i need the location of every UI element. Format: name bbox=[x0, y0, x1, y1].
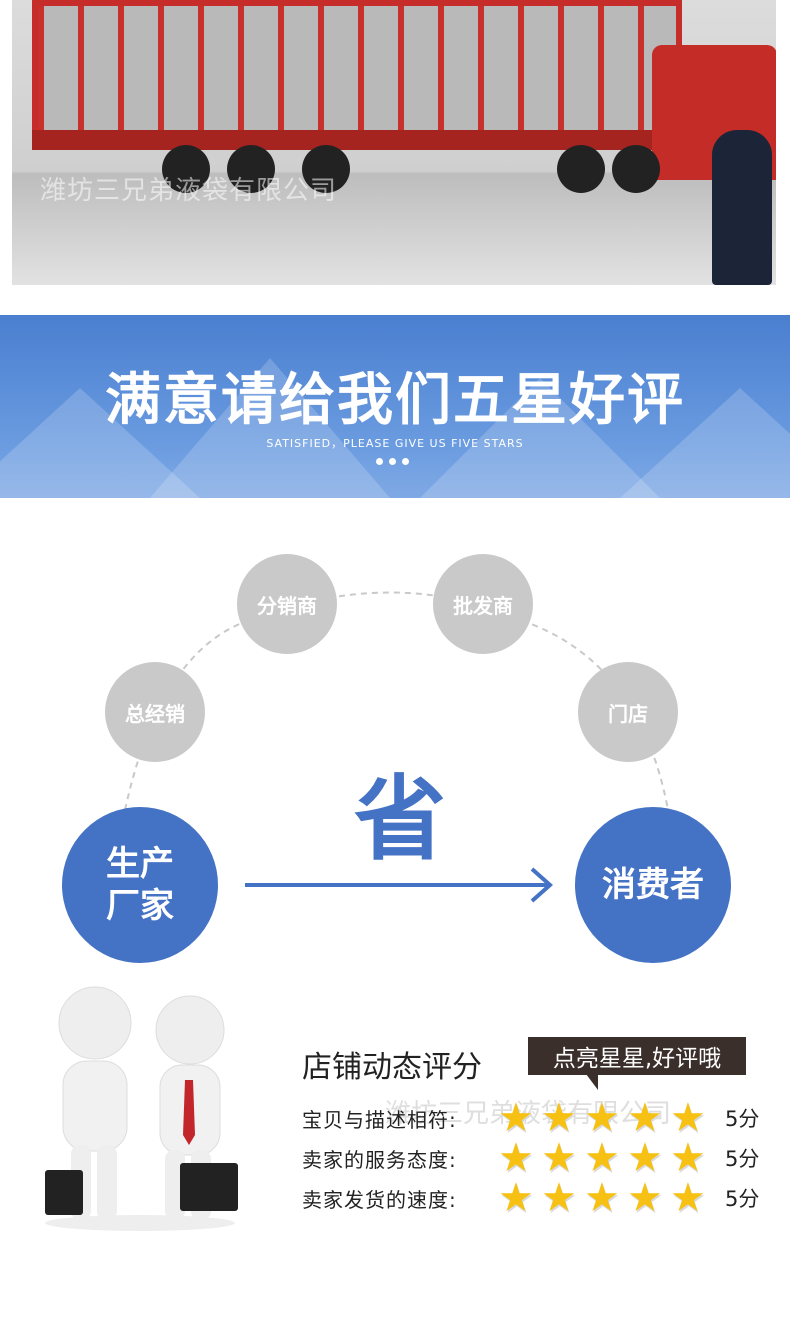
dot bbox=[402, 458, 409, 465]
rating-bubble: 点亮星星,好评哦 bbox=[528, 1037, 746, 1090]
truck-photo: 潍坊三兄弟液袋有限公司 bbox=[12, 0, 776, 285]
node-distributor: 分销商 bbox=[237, 554, 337, 654]
rating-row: 卖家发货的速度:★★★★★5分 bbox=[302, 1175, 760, 1221]
dot bbox=[376, 458, 383, 465]
star-icon[interactable]: ★ bbox=[498, 1175, 534, 1221]
banner-title: 满意请给我们五星好评 bbox=[105, 368, 685, 433]
arrow-icon bbox=[245, 867, 554, 903]
rating-label: 卖家的服务态度: bbox=[302, 1147, 457, 1172]
wheel bbox=[302, 145, 350, 193]
rating-label: 宝贝与描述相符: bbox=[302, 1107, 457, 1132]
rating-label: 卖家发货的速度: bbox=[302, 1187, 457, 1212]
star-icon[interactable]: ★ bbox=[584, 1135, 620, 1181]
truck-bed bbox=[32, 130, 692, 150]
node-store: 门店 bbox=[578, 662, 678, 762]
star-icon[interactable]: ★ bbox=[584, 1175, 620, 1221]
node-general-agent: 总经销 bbox=[105, 662, 205, 762]
watermark: 潍坊三兄弟液袋有限公司 bbox=[385, 1099, 672, 1129]
dashed-arc bbox=[124, 591, 669, 811]
node-manufacturer: 生产厂家 bbox=[62, 807, 218, 963]
star-icon[interactable]: ★ bbox=[498, 1135, 534, 1181]
truck-cargo bbox=[32, 0, 682, 140]
star-icon[interactable]: ★ bbox=[627, 1175, 663, 1221]
banner-subtitle: SATISFIED，PLEASE GIVE US FIVE STARS bbox=[266, 437, 524, 450]
star-icon[interactable]: ★ bbox=[670, 1095, 706, 1141]
rating-title: 店铺动态评分 bbox=[302, 1050, 482, 1085]
wheel bbox=[612, 145, 660, 193]
watermark: 潍坊三兄弟液袋有限公司 bbox=[40, 176, 338, 206]
rating-score: 5分 bbox=[725, 1147, 760, 1171]
wheel bbox=[557, 145, 605, 193]
star-icon[interactable]: ★ bbox=[627, 1135, 663, 1181]
rating-row: 宝贝与描述相符:★★★★★5分 bbox=[302, 1095, 760, 1141]
review-banner: 满意请给我们五星好评 SATISFIED，PLEASE GIVE US FIVE… bbox=[0, 315, 790, 498]
dot bbox=[389, 458, 396, 465]
rating-score: 5分 bbox=[725, 1107, 760, 1131]
handshake-figures bbox=[45, 986, 238, 1231]
star-icon[interactable]: ★ bbox=[670, 1175, 706, 1221]
star-icon[interactable]: ★ bbox=[584, 1095, 620, 1141]
star-icon[interactable]: ★ bbox=[498, 1095, 534, 1141]
star-icon[interactable]: ★ bbox=[627, 1095, 663, 1141]
save-label: 省 bbox=[353, 766, 446, 873]
star-icon[interactable]: ★ bbox=[541, 1175, 577, 1221]
star-icon[interactable]: ★ bbox=[670, 1135, 706, 1181]
node-wholesaler: 批发商 bbox=[433, 554, 533, 654]
star-icon[interactable]: ★ bbox=[541, 1095, 577, 1141]
rating-score: 5分 bbox=[725, 1187, 760, 1211]
wheel bbox=[162, 145, 210, 193]
node-consumer: 消费者 bbox=[575, 807, 731, 963]
wheel bbox=[227, 145, 275, 193]
star-icon[interactable]: ★ bbox=[541, 1135, 577, 1181]
person bbox=[712, 130, 772, 285]
rating-row: 卖家的服务态度:★★★★★5分 bbox=[302, 1135, 760, 1181]
